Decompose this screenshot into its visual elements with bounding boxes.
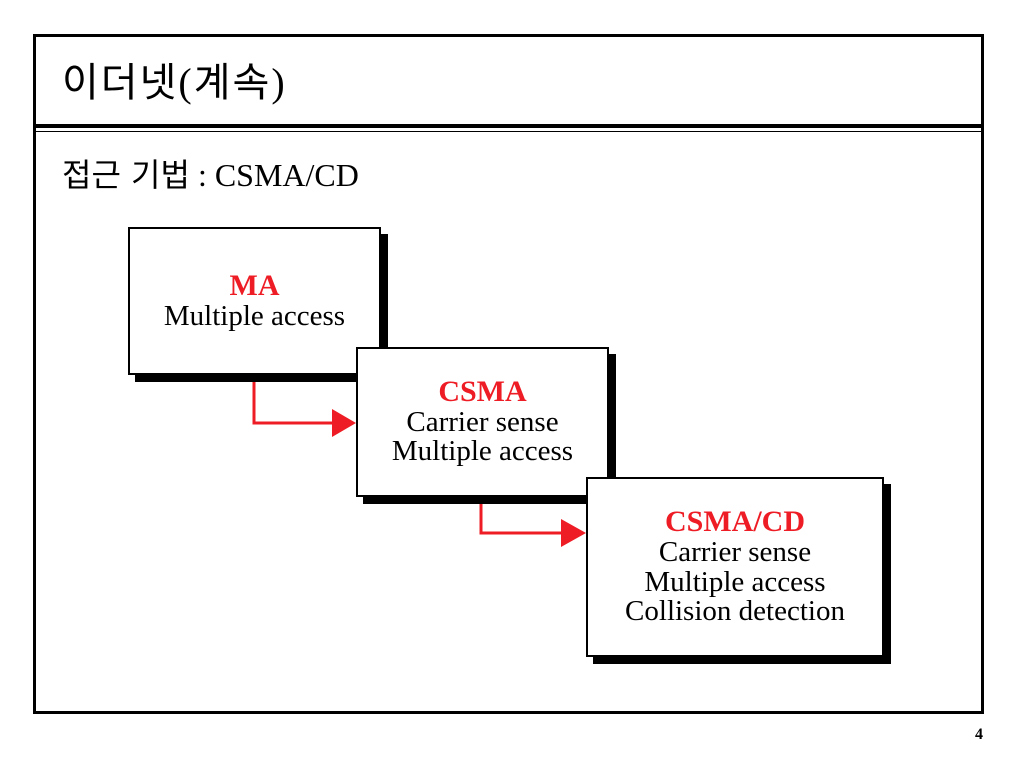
box-csma-line-2: Multiple access [391,435,574,468]
title-continued: 계속 [193,60,272,106]
title-paren-open: ( [178,60,194,105]
box-ma: MA Multiple access [128,227,381,375]
box-csma-line-1: Carrier sense [406,405,559,438]
box-csmacd-heading: CSMA/CD [665,505,805,539]
arrow-ma-to-csma [252,377,356,437]
box-ma-line-1: Multiple access [163,299,346,332]
box-csmacd-line-1: Carrier sense [658,535,812,568]
title-main: 이더넷 [62,60,179,106]
arrow-csma-to-csmacd [479,500,586,547]
title-divider-thick [36,124,981,128]
slide-subtitle: 접근 기법 : CSMA/CD [62,150,359,196]
subtitle-korean: 접근 기법 [62,156,190,194]
box-csmacd-line-2: Multiple access [644,565,826,598]
slide-frame [33,34,984,714]
box-csmacd-line-3: Collision detection [625,595,845,628]
box-csmacd: CSMA/CD Carrier sense Multiple access Co… [586,477,884,657]
box-ma-heading: MA [229,268,280,302]
box-csma-heading: CSMA [438,375,527,409]
title-divider-thin [36,131,981,132]
page-number: 4 [975,726,983,743]
box-csma: CSMA Carrier sense Multiple access [356,347,609,497]
title-paren-close: ) [271,60,287,105]
slide-title: 이더넷(계속) [62,50,287,108]
subtitle-english: : CSMA/CD [189,157,359,193]
